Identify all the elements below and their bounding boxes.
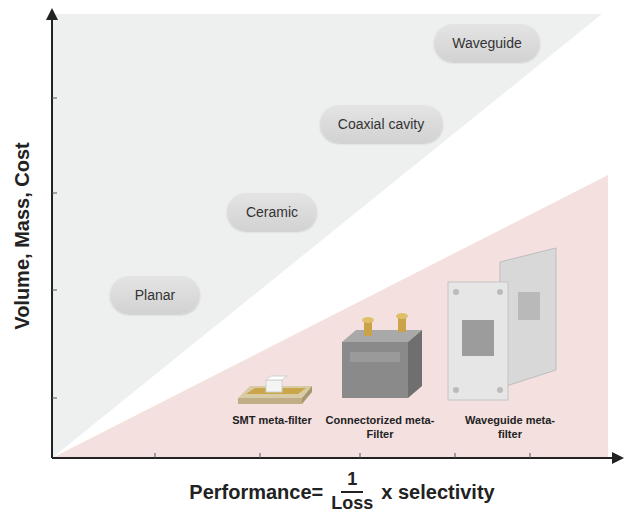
meta-filter-region	[52, 175, 608, 458]
product-caption: Connectorized meta-Filter	[325, 414, 435, 442]
pill-label: Ceramic	[246, 204, 298, 220]
smt-filter-illustration	[238, 376, 312, 404]
connectorized-filter-illustration	[342, 313, 422, 398]
y-axis-title: Volume, Mass, Cost	[11, 142, 34, 329]
product-caption: SMT meta-filter	[217, 414, 327, 428]
fraction: 1Loss	[331, 470, 373, 514]
x-axis-title: Performance= 1Loss x selectivity	[189, 470, 494, 514]
technology-pill: Ceramic	[227, 193, 317, 231]
waveguide-filter-illustration	[448, 248, 556, 400]
technology-pill: Waveguide	[434, 24, 540, 62]
fraction-denominator: Loss	[331, 493, 373, 514]
x-axis-arrow	[612, 452, 624, 464]
fraction-numerator: 1	[341, 470, 363, 493]
technology-pill: Planar	[110, 276, 200, 314]
axis-title-text: Performance=	[189, 481, 323, 504]
y-axis-arrow	[46, 8, 58, 20]
axis-ticks	[52, 98, 530, 458]
axis-title-text: x selectivity	[381, 481, 494, 504]
pill-label: Waveguide	[452, 35, 522, 51]
pill-label: Coaxial cavity	[338, 116, 424, 132]
pill-label: Planar	[135, 287, 175, 303]
y-axis	[51, 18, 53, 458]
technology-pill: Coaxial cavity	[320, 105, 443, 143]
product-caption: Waveguide meta-filter	[455, 414, 565, 442]
